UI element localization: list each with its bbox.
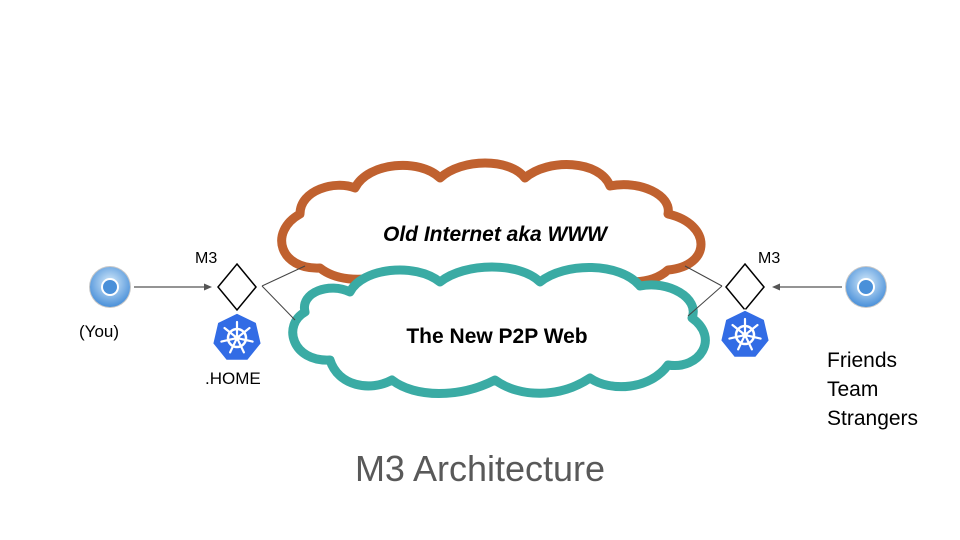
diagram-title: M3 Architecture (354, 448, 606, 489)
left-arrowhead (204, 283, 212, 291)
old-internet-label: Old Internet aka WWW (382, 223, 607, 246)
peer-label-team: Team (827, 378, 879, 401)
right-connector-old (684, 265, 723, 287)
p2p-web-label: The New P2P Web (406, 325, 588, 348)
chrome-browser-icon (89, 266, 131, 308)
diamond-icon (725, 262, 765, 312)
peer-label-friends: Friends (827, 349, 898, 372)
peer-label-strangers: Strangers (827, 407, 919, 430)
left-connector-p2p (261, 285, 296, 321)
right-m3-label: M3 (758, 250, 781, 267)
you-label: (You) (79, 322, 120, 341)
peers-list: Friends Team Strangers (827, 346, 918, 433)
left-m3-label: M3 (195, 250, 218, 267)
chrome-browser-icon (845, 266, 887, 308)
kubernetes-icon (719, 309, 771, 359)
p2p-web-cloud (288, 262, 710, 398)
left-connector-old (261, 265, 306, 287)
right-connector-p2p (687, 285, 723, 317)
right-arrowhead (772, 283, 780, 291)
diamond-icon (217, 262, 257, 312)
home-label: .HOME (205, 369, 261, 388)
kubernetes-icon (211, 312, 263, 362)
